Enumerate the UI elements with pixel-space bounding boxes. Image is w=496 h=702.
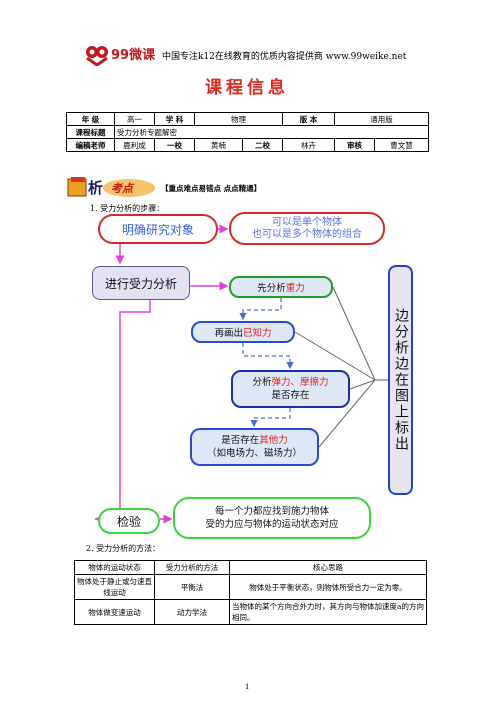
other-force-box: 是否存在其他力 （如电场力、磁场力） (190, 428, 319, 466)
check-box: 检验 (98, 508, 160, 534)
cell-idea: 物体处于平衡状态，则物体所受合力一定为零。 (229, 574, 427, 600)
table-header-row: 物体的运动状态 受力分析的方法 核心思路 (74, 560, 427, 575)
heading-methods: 2. 受力分析的方法： (86, 544, 161, 553)
known-force-b: 已知力 (243, 328, 272, 339)
course-info-table: 年 级 高一 学 科 物理 版 本 通用版 课程标题 受力分析专题解密 编稿老师… (66, 112, 429, 152)
method-table: 物体的运动状态 受力分析的方法 核心思路 物体处于静止或匀速直线运动 平衡法 物… (74, 560, 427, 625)
object-type-line1: 可以是单个物体 (272, 216, 342, 228)
object-type-box: 可以是单个物体 也可以是多个物体的组合 (229, 212, 385, 245)
col-header-idea: 核心思路 (229, 560, 427, 575)
elastic-b: 弹力、摩擦力 (271, 377, 329, 388)
object-type-line2: 也可以是多个物体的组合 (252, 228, 362, 240)
cell-state: 物体做变速运动 (74, 599, 155, 625)
gravity-step-a: 先分析 (257, 283, 286, 294)
heading-steps: 1. 受力分析的步骤： (90, 204, 165, 213)
grade-label: 年 级 (66, 112, 115, 126)
side-note-box: 边分析边在图上标出 (388, 265, 413, 495)
kd-char2: 考点 (111, 182, 135, 195)
other-c: （如电场力、磁场力） (206, 448, 302, 459)
editor-value: 鹿利成 (114, 138, 155, 152)
subject-value: 物理 (194, 112, 283, 126)
logo-text: 99微课 (111, 48, 156, 63)
gravity-step-b: 重力 (285, 283, 305, 294)
subject-label: 学 科 (154, 112, 195, 126)
cell-method: 平衡法 (154, 574, 230, 600)
study-object-box: 明确研究对象 (98, 214, 218, 244)
grade-value: 高一 (114, 112, 155, 126)
kaodian-icon: 析 考点 (67, 177, 155, 197)
other-a: 是否存在 (221, 435, 260, 446)
section-subtitle: 【重点难点易错点 点点精通】 (161, 184, 262, 193)
page-number: 1 (245, 683, 250, 691)
edition-value: 通用版 (334, 112, 429, 126)
brace-lines (294, 286, 388, 448)
arrow-analyze-check (95, 300, 151, 520)
logo-icon (86, 46, 108, 66)
check-detail-line2: 受的力应与物体的运动状态对应 (205, 519, 339, 530)
review-value: 曹文慧 (374, 138, 429, 152)
kd-char1: 析 (88, 179, 103, 197)
known-force-box: 再画出已知力 (191, 321, 295, 343)
arrow-known-elastic (242, 343, 294, 370)
table-row: 编稿老师 鹿利成 一校 黄楠 二校 林卉 审核 曹文慧 (66, 138, 429, 152)
cell-state: 物体处于静止或匀速直线运动 (74, 574, 155, 600)
check-detail-line1: 每一个力都应找到施力物体 (214, 506, 329, 517)
topic-value: 受力分析专题解密 (114, 125, 429, 139)
proof2-label: 二校 (242, 138, 283, 152)
slogan: 中国专注k12在线教育的优质内容提供商 www.99weike.net (162, 52, 407, 62)
arrow-elastic-other (250, 408, 291, 428)
elastic-friction-box: 分析弹力、摩擦力 是否存在 (231, 370, 350, 408)
arrow-grav-known (239, 298, 282, 321)
col-header-method: 受力分析的方法 (154, 560, 230, 575)
editor-label: 编稿老师 (66, 138, 115, 152)
check-detail-box: 每一个力都应找到施力物体 受的力应与物体的运动状态对应 (173, 497, 371, 539)
known-force-a: 再画出 (214, 328, 243, 339)
page-title: 课程信息 (205, 78, 289, 98)
elastic-a: 分析 (252, 377, 272, 388)
review-label: 审核 (334, 138, 375, 152)
force-analysis-box: 进行受力分析 (92, 266, 190, 300)
elastic-c: 是否存在 (271, 390, 310, 401)
topic-label: 课程标题 (66, 125, 115, 139)
table-row: 物体做变速运动 动力学法 当物体的某个方向合外力时，其方向与物体加速度a的方向相… (74, 599, 427, 625)
gravity-step-box: 先分析重力 (229, 276, 333, 298)
proof1-label: 一校 (154, 138, 195, 152)
other-b: 其他力 (259, 435, 288, 446)
proof2-value: 林卉 (282, 138, 335, 152)
edition-label: 版 本 (282, 112, 335, 126)
proof1-value: 黄楠 (194, 138, 243, 152)
table-row: 物体处于静止或匀速直线运动 平衡法 物体处于平衡状态，则物体所受合力一定为零。 (74, 574, 427, 600)
col-header-state: 物体的运动状态 (74, 560, 155, 575)
cell-method: 动力学法 (154, 599, 230, 625)
table-row: 年 级 高一 学 科 物理 版 本 通用版 (66, 112, 429, 126)
table-row: 课程标题 受力分析专题解密 (66, 125, 429, 139)
cell-idea: 当物体的某个方向合外力时，其方向与物体加速度a的方向相同。 (229, 599, 427, 625)
